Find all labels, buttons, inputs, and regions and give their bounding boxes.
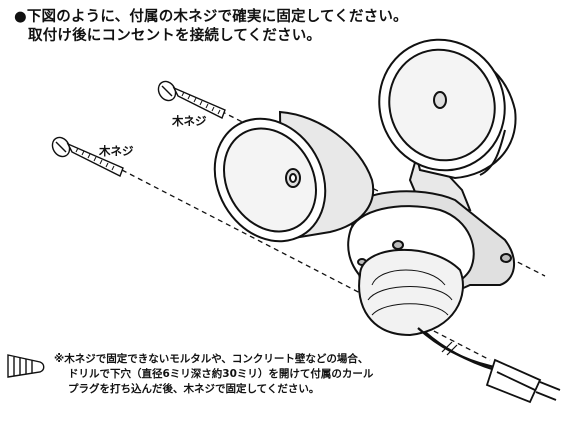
instruction-text: ●下図のように、付属の木ネジで確実に固定してください。 取付け後にコンセントを接… (14, 8, 574, 46)
instruction-line-2: 取付け後にコンセントを接続してください。 (28, 28, 322, 44)
lamp-head-right-icon (378, 38, 517, 217)
wood-screw-upper-icon (157, 80, 226, 119)
screw-label-lower: 木ネジ (99, 144, 134, 158)
wall-plug-icon (7, 354, 45, 378)
sensor-base-icon (347, 190, 515, 337)
note-line-3: プラグを打ち込んだ後、木ネジで固定してください。 (68, 383, 320, 395)
power-plug-icon (485, 358, 561, 404)
note-line-2: ドリルで下穴（直径6ミリ深さ約30ミリ）を開けて付属のカール (68, 368, 374, 380)
wood-screw-lower-icon (51, 136, 124, 177)
note-line-1: ※木ネジで固定できないモルタルや、コンクリート壁などの場合、 (54, 353, 369, 365)
screw-label-upper: 木ネジ (172, 114, 207, 128)
instruction-line-1: ●下図のように、付属の木ネジで確実に固定してください。 (14, 9, 408, 25)
note-text: ※木ネジで固定できないモルタルや、コンクリート壁などの場合、 ドリルで下穴（直径… (54, 352, 574, 397)
lamp-head-left-icon (213, 110, 375, 243)
